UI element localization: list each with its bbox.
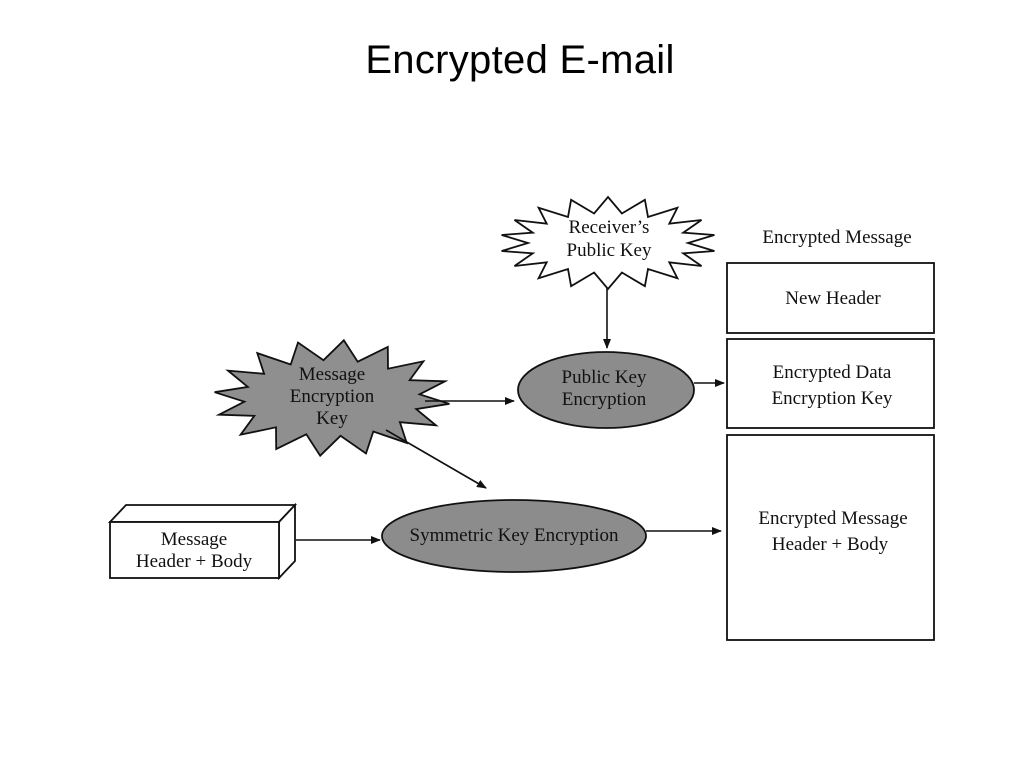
public-key-encryption-line1: Public Key — [562, 367, 647, 388]
arrow-message-key-to-symmetric-encryption — [385, 429, 487, 489]
receiver-key-label-line1: Receiver’s — [569, 217, 650, 238]
symmetric-key-encryption-label: Symmetric Key Encryption — [410, 525, 619, 546]
encrypted-body-label-line1: Encrypted Message — [758, 508, 907, 529]
symmetric-key-encryption-ellipse — [381, 499, 647, 573]
message-box-front-face — [109, 521, 280, 579]
message-box-label-line1: Message — [161, 529, 227, 550]
slide-title: Encrypted E-mail — [365, 38, 675, 82]
encrypted-body-box — [726, 434, 935, 641]
symmetric-key-encryption-node: Symmetric Key Encryption — [381, 499, 647, 573]
public-key-encryption-node: Public Key Encryption — [517, 351, 695, 429]
message-key-label-line2: Encryption — [290, 386, 375, 407]
message-box: Message Header + Body — [107, 502, 298, 581]
receiver-key-label-line2: Public Key — [567, 240, 652, 261]
encrypted-key-label-line1: Encrypted Data — [773, 362, 892, 383]
encrypted-key-box — [726, 338, 935, 429]
receiver-public-key-starburst: Receiver’s Public Key — [501, 195, 715, 291]
public-key-encryption-line2: Encryption — [562, 389, 647, 410]
message-box-top-face — [107, 504, 298, 523]
new-header-label: New Header — [785, 288, 881, 309]
public-key-encryption-ellipse — [517, 351, 695, 429]
message-encryption-key-starburst: Message Encryption Key — [214, 338, 450, 458]
message-box-label-line2: Header + Body — [136, 551, 253, 572]
receiver-starburst-shape — [501, 195, 715, 291]
message-key-starburst-shape — [214, 338, 450, 458]
encrypted-message-heading: Encrypted Message — [762, 227, 911, 248]
connector-arrows — [296, 288, 725, 544]
new-header-box — [726, 262, 935, 334]
message-key-label-line1: Message — [299, 364, 365, 385]
encrypted-key-label-line2: Encryption Key — [772, 388, 893, 409]
message-key-label-line3: Key — [316, 408, 348, 429]
encrypted-message-stack: Encrypted Message New Header Encrypted D… — [726, 227, 935, 641]
encrypted-body-label-line2: Header + Body — [772, 534, 889, 555]
